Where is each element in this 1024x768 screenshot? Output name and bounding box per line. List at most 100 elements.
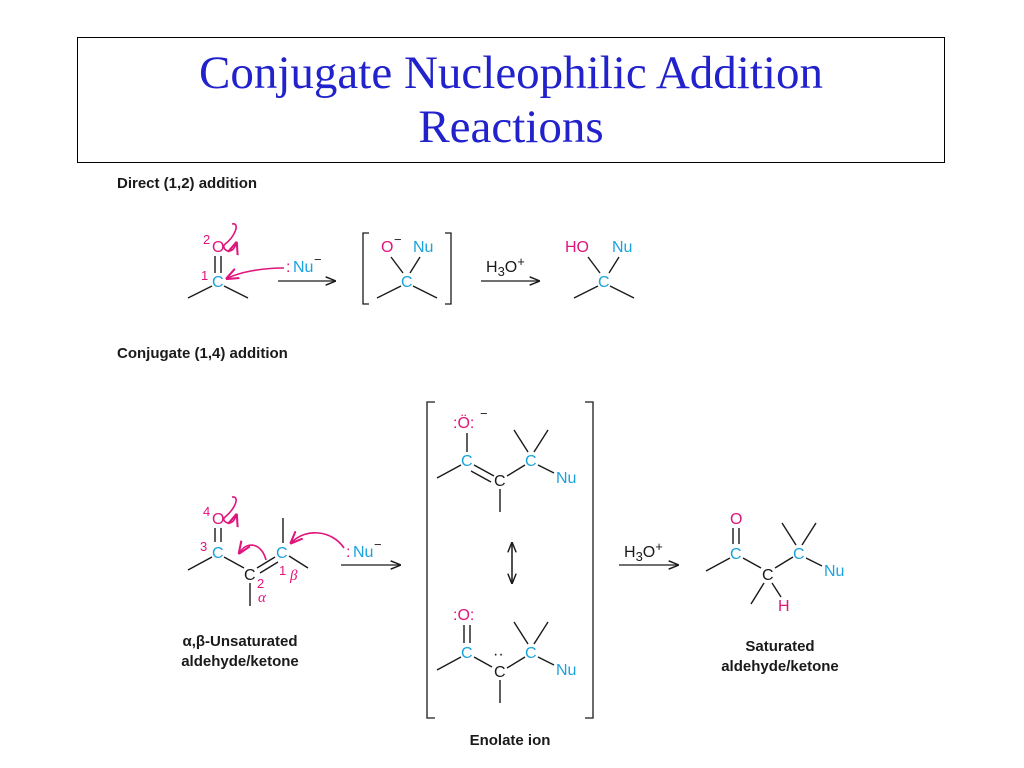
bond-p-right bbox=[609, 285, 635, 299]
enone-cc-line-b bbox=[259, 561, 279, 574]
slide-title-box: Conjugate Nucleophilic Addition Reaction… bbox=[77, 37, 945, 163]
direct-reagent: H3O+ bbox=[486, 254, 525, 279]
bond-p-o bbox=[587, 256, 601, 274]
conj-nucleophile-text: Nu bbox=[353, 544, 373, 561]
sat-bond-c2-down-left bbox=[750, 582, 765, 605]
bond-int-right bbox=[412, 285, 438, 299]
sat-bond-up-left bbox=[781, 522, 797, 546]
enone-bond-left bbox=[187, 556, 213, 571]
enone-carbon-3: C bbox=[212, 545, 224, 562]
curved-arrow-pi-to-o bbox=[223, 223, 237, 246]
saturated-caption-line-2: aldehyde/ketone bbox=[721, 658, 839, 675]
carbonyl-carbon: C bbox=[212, 274, 224, 291]
sat-nu: Nu bbox=[824, 563, 844, 580]
bond-p-left bbox=[573, 285, 599, 299]
unsaturated-caption-line-2: aldehyde/ketone bbox=[181, 653, 299, 670]
enone-bond-c3-c2 bbox=[223, 556, 245, 569]
conjugate-reactant: 4 O 3 C C 2 α C 1 β bbox=[187, 496, 309, 606]
intermediate-nu: Nu bbox=[413, 239, 433, 256]
product-carbon: C bbox=[598, 274, 610, 291]
enolate-top-o-charge: − bbox=[480, 406, 488, 421]
saturated-caption: Saturated aldehyde/ketone bbox=[690, 637, 870, 677]
locant-c-2: 2 bbox=[257, 576, 264, 591]
sat-carbon-3: C bbox=[730, 546, 742, 563]
conj-reagent: H3O+ bbox=[624, 539, 663, 564]
enolate-top-oxygen: :Ö: bbox=[453, 414, 474, 432]
sat-bond-c2-h bbox=[771, 582, 782, 598]
curved-arrow-nu-attack bbox=[228, 267, 285, 278]
enolate-top-c2-c1 bbox=[506, 464, 526, 477]
conj-reagent-sub: 3 bbox=[636, 549, 643, 564]
bracket-right bbox=[445, 232, 452, 305]
enone-arrow-pi-shift bbox=[240, 545, 267, 561]
conj-reagent-o: O bbox=[643, 544, 655, 561]
enone-oxygen: O bbox=[212, 511, 224, 528]
enolate-top-cc-a bbox=[473, 464, 495, 477]
enolate-bottom-up-left bbox=[513, 621, 529, 645]
bond-right bbox=[223, 285, 249, 299]
bond-p-nu bbox=[608, 256, 620, 274]
enolate-bottom-left bbox=[436, 656, 462, 671]
reagent-sub: 3 bbox=[498, 264, 505, 279]
lone-pair: : bbox=[286, 259, 290, 276]
slide-title-line-2: Reactions bbox=[418, 101, 604, 153]
saturated-product: O C C H C Nu bbox=[705, 511, 844, 615]
enolate-caption: Enolate ion bbox=[469, 732, 551, 749]
enolate-bottom-beta-carbon: C bbox=[525, 645, 537, 662]
enone-carbon-1: C bbox=[276, 545, 288, 562]
reagent-label: H3O+ bbox=[486, 254, 525, 279]
reagent-o: O bbox=[505, 259, 517, 276]
sat-carbon-1: C bbox=[793, 546, 805, 563]
intermediate-oxygen: O bbox=[381, 239, 393, 256]
enolate-bottom-oxygen: :O: bbox=[453, 607, 474, 624]
beta-label: β bbox=[289, 568, 298, 584]
conjugate-nucleophile: : Nu − bbox=[292, 533, 382, 561]
nucleophile-text: Nu bbox=[293, 259, 313, 276]
enolate-top-carbon: C bbox=[461, 453, 473, 470]
enone-cc-line-a bbox=[256, 556, 276, 569]
bond-int-left bbox=[376, 285, 402, 299]
intermediate-o-charge: − bbox=[394, 232, 402, 247]
sat-bond-to-nu bbox=[805, 557, 823, 567]
reagent-charge: + bbox=[517, 254, 525, 269]
enolate-top-up-left bbox=[513, 429, 529, 453]
intermediate-carbon: C bbox=[401, 274, 413, 291]
enolate-bottom-c3-c2 bbox=[473, 656, 493, 668]
sat-bond-up-right bbox=[801, 522, 817, 546]
conj-lone-pair: : bbox=[346, 544, 350, 561]
locant-c-1: 1 bbox=[201, 268, 208, 283]
direct-intermediate: O − Nu C bbox=[362, 232, 452, 305]
direct-addition-label: Direct (1,2) addition bbox=[117, 175, 258, 192]
bond-c-nu bbox=[409, 256, 421, 274]
unsaturated-caption-line-1: α,β-Unsaturated bbox=[182, 633, 298, 650]
locant-o-2: 2 bbox=[203, 232, 210, 247]
conjugate-addition-label: Conjugate (1,4) addition bbox=[117, 345, 288, 362]
locant-c-1b: 1 bbox=[279, 563, 286, 578]
product-nu: Nu bbox=[612, 239, 632, 256]
enone-bond-c1-right bbox=[288, 555, 309, 569]
enone-arrow-to-o bbox=[223, 496, 237, 519]
slide-title-line-1: Conjugate Nucleophilic Addition bbox=[199, 47, 823, 99]
conj-reagent-charge: + bbox=[655, 539, 663, 554]
conj-arrow-nu-attack bbox=[292, 533, 345, 549]
conj-reagent-label: H3O+ bbox=[624, 539, 663, 564]
saturated-caption-line-1: Saturated bbox=[745, 638, 815, 655]
direct-reactant: 2 O 1 C bbox=[187, 223, 249, 299]
direct-product: HO Nu C bbox=[565, 239, 635, 299]
sat-bond-c3-c2 bbox=[742, 557, 762, 569]
oxygen-atom: O bbox=[212, 239, 224, 256]
curved-arrow-head-o bbox=[222, 244, 236, 251]
enolate-bracket-left bbox=[426, 401, 435, 719]
enolate-bottom-c2-c1 bbox=[506, 656, 526, 669]
enolate-bracket-right bbox=[585, 401, 594, 719]
enolate-top-to-nu bbox=[537, 464, 555, 474]
enolate-top-left bbox=[436, 464, 462, 479]
enolate-bottom-to-nu bbox=[537, 656, 555, 666]
sat-bond-c2-c1 bbox=[774, 556, 794, 569]
alpha-label: α bbox=[258, 590, 267, 606]
enolate-top-beta-carbon: C bbox=[525, 453, 537, 470]
sat-bond-left bbox=[705, 557, 731, 572]
enolate-bottom-alpha-carbon: C bbox=[494, 664, 506, 681]
carbanion-dots: ·· bbox=[493, 646, 504, 663]
